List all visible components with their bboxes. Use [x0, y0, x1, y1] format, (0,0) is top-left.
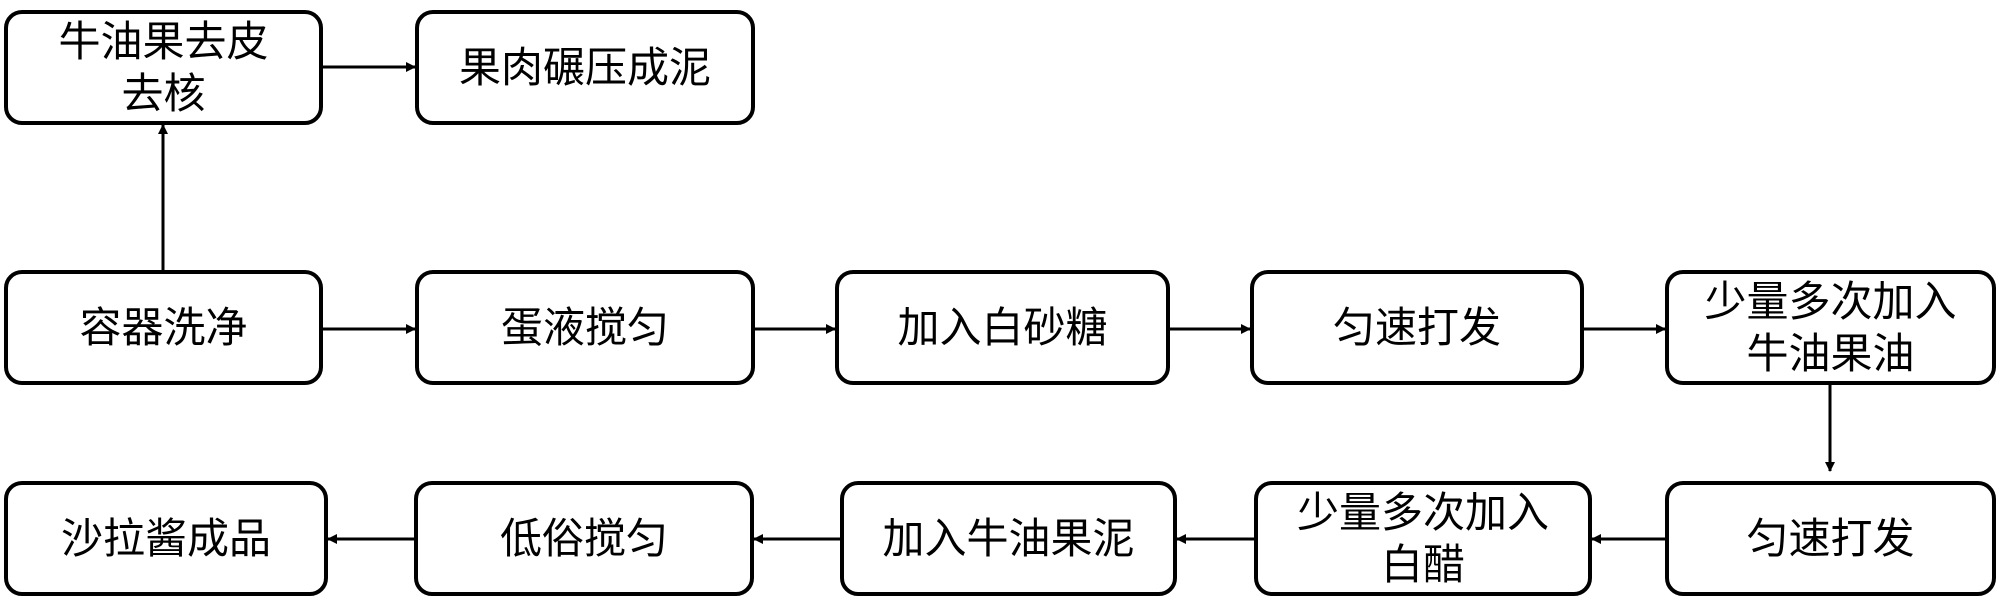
node-finished-mayo: 沙拉酱成品 — [4, 481, 328, 596]
node-whisk-1: 匀速打发 — [1250, 270, 1584, 385]
node-avocado-peel-pit: 牛油果去皮 去核 — [4, 10, 323, 125]
node-mash-pulp: 果肉碾压成泥 — [415, 10, 755, 125]
node-add-avocado-puree: 加入牛油果泥 — [840, 481, 1177, 596]
node-low-speed-stir: 低俗搅匀 — [414, 481, 754, 596]
node-beat-eggs: 蛋液搅匀 — [415, 270, 755, 385]
node-clean-container: 容器洗净 — [4, 270, 323, 385]
node-add-avocado-oil: 少量多次加入 牛油果油 — [1665, 270, 1996, 385]
node-add-vinegar: 少量多次加入 白醋 — [1254, 481, 1592, 596]
node-add-sugar: 加入白砂糖 — [835, 270, 1170, 385]
node-whisk-2: 匀速打发 — [1665, 481, 1996, 596]
